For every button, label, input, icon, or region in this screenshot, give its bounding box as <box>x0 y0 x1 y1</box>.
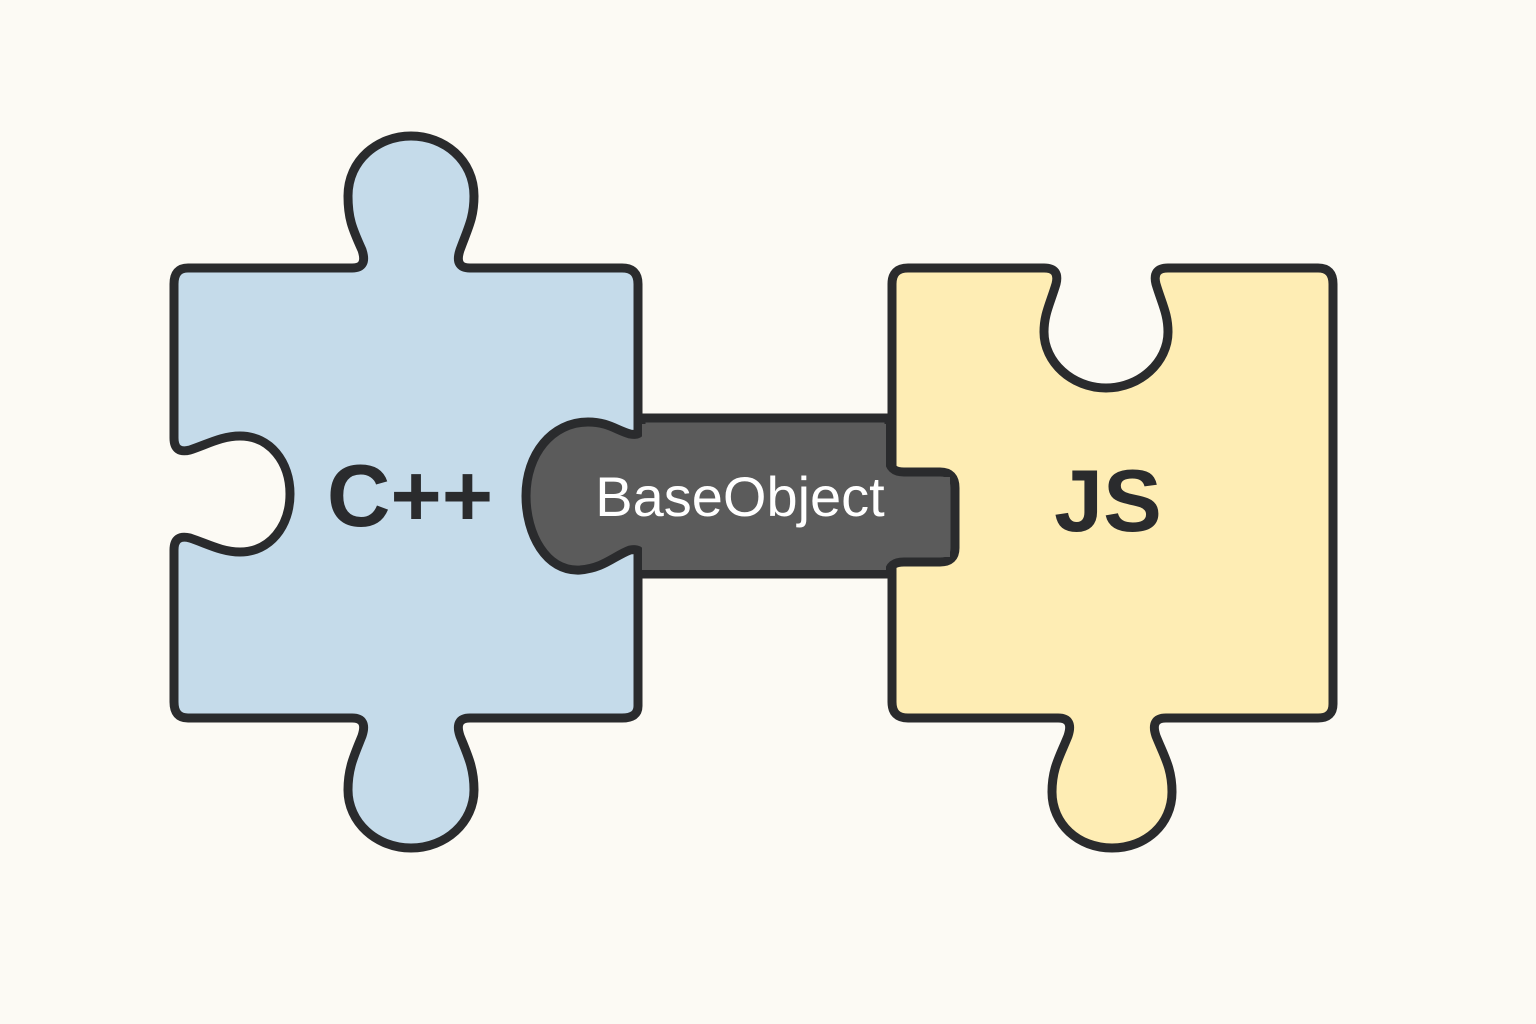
baseobject-label: BaseObject <box>595 465 885 528</box>
connector-tab-fill-patch <box>884 477 950 557</box>
cpp-label: C++ <box>327 446 493 545</box>
cpp-piece-shape <box>169 131 643 853</box>
js-piece-shape <box>887 263 1338 853</box>
connector-fill-patch <box>642 424 886 570</box>
js-label: JS <box>1054 451 1162 550</box>
js-puzzle-piece <box>887 263 1338 853</box>
cpp-puzzle-piece <box>169 131 643 853</box>
baseobject-connector-ends <box>521 413 960 579</box>
